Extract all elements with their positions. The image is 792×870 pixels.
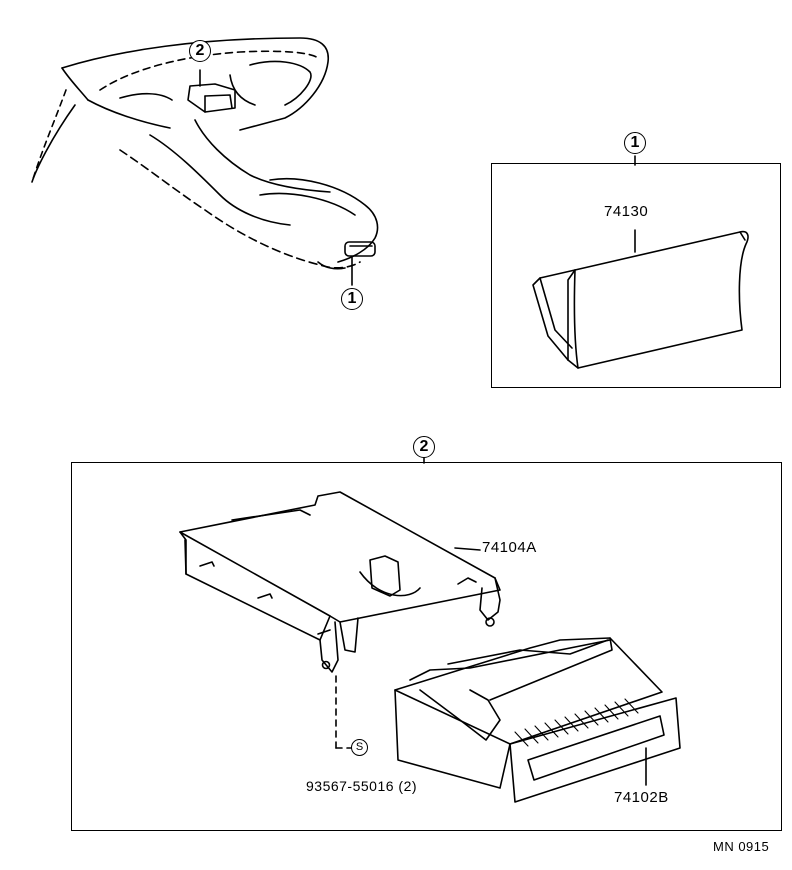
part-label-74104a: 74104A [482, 539, 537, 556]
part-74130-drawing [532, 229, 749, 369]
detail-panel-2 [71, 462, 782, 831]
drawing-code: MN 0915 [713, 839, 770, 854]
callout-2-overview: 2 [189, 40, 211, 62]
callout-1-overview: 1 [341, 288, 363, 310]
part-label-74130: 74130 [604, 203, 649, 220]
callout-2-panel-header: 2 [413, 436, 435, 458]
callout-1-panel-header: 1 [624, 132, 646, 154]
console-overview-drawing [31, 37, 379, 286]
detail-panel-1 [491, 163, 781, 388]
screw-symbol-s: S [351, 739, 368, 756]
part-label-screw: 93567-55016 (2) [306, 778, 418, 794]
part-label-74102b: 74102B [614, 789, 669, 806]
drawer-74102b-drawing [394, 637, 681, 803]
bracket-74104a-drawing [179, 491, 501, 749]
